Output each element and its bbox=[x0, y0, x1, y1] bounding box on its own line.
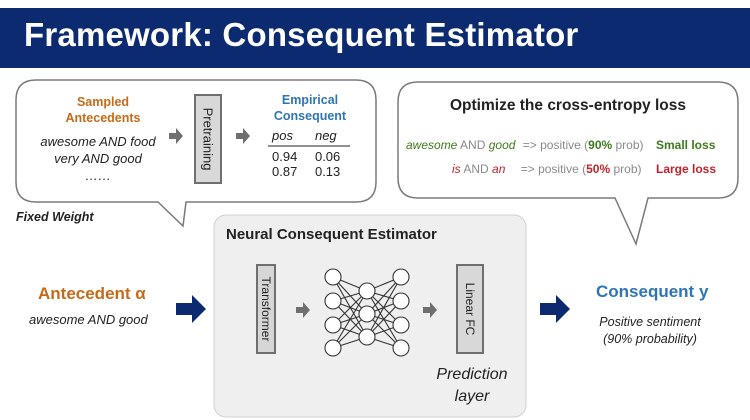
example-item: …… bbox=[85, 168, 111, 183]
and-token: AND bbox=[463, 162, 489, 176]
arrow-right-icon bbox=[169, 128, 183, 144]
loss-row-1: awesome AND good => positive (90% prob) bbox=[406, 138, 644, 152]
table-header: neg bbox=[314, 128, 337, 143]
token-b: an bbox=[492, 162, 506, 176]
token-a: is bbox=[452, 162, 461, 176]
transformer-label: Transformer bbox=[259, 276, 273, 342]
token-b: good bbox=[488, 138, 516, 152]
transformer-box: Transformer bbox=[256, 264, 276, 354]
small-loss-label: Small loss bbox=[656, 138, 716, 152]
empirical-table: pos neg 0.94 0.06 0.87 0.13 bbox=[272, 128, 350, 179]
nn-node bbox=[392, 268, 410, 286]
nn-node bbox=[358, 328, 376, 346]
antecedent-label: Antecedent α bbox=[38, 284, 146, 303]
loss-title: Optimize the cross-entropy loss bbox=[450, 97, 686, 114]
right-bubble bbox=[397, 81, 739, 247]
pretraining-box: Pretraining bbox=[194, 94, 222, 184]
linear-fc-box: Linear FC bbox=[456, 264, 484, 354]
arrow-right-icon bbox=[296, 302, 310, 318]
loss-row-2: is AND an => positive (50% prob) bbox=[452, 162, 642, 176]
table-header: pos bbox=[272, 128, 293, 143]
table-cell: 0.87 bbox=[272, 164, 298, 179]
arrow-right-icon bbox=[423, 302, 437, 318]
nn-node bbox=[392, 316, 410, 334]
and-token: AND bbox=[460, 138, 486, 152]
linear-fc-label: Linear FC bbox=[463, 282, 477, 336]
table-row: 0.94 0.06 bbox=[272, 143, 350, 164]
output-arrow-icon bbox=[540, 295, 570, 323]
nn-node bbox=[324, 268, 342, 286]
input-arrow-icon bbox=[176, 295, 206, 323]
nn-node bbox=[392, 292, 410, 310]
fixed-weight-label: Fixed Weight bbox=[16, 210, 94, 224]
nce-title: Neural Consequent Estimator bbox=[226, 226, 437, 243]
pretraining-label: Pretraining bbox=[200, 107, 216, 171]
nn-node bbox=[358, 282, 376, 300]
nn-node bbox=[358, 305, 376, 323]
nn-node bbox=[324, 292, 342, 310]
token-a: awesome bbox=[406, 138, 458, 152]
probability-value: 90% bbox=[588, 138, 613, 152]
large-loss-label: Large loss bbox=[656, 162, 717, 176]
prediction-layer-label: Prediction layer bbox=[436, 366, 508, 405]
nn-node bbox=[324, 339, 342, 357]
header-top-strip bbox=[0, 0, 750, 8]
prob-suffix: prob) bbox=[612, 138, 644, 152]
prediction-text: => positive ( bbox=[522, 138, 589, 152]
consequent-description: Positive sentiment (90% probability) bbox=[599, 315, 701, 346]
probability-value: 50% bbox=[586, 162, 611, 176]
example-item: very AND good bbox=[54, 151, 142, 166]
nn-node bbox=[324, 316, 342, 334]
table-cell: 0.06 bbox=[314, 149, 341, 164]
antecedent-example: awesome AND good bbox=[29, 312, 148, 327]
consequent-label: Consequent y bbox=[596, 282, 709, 301]
slide-title: Framework: Consequent Estimator bbox=[24, 16, 579, 53]
prob-suffix: prob) bbox=[610, 162, 642, 176]
example-item: awesome AND food bbox=[40, 134, 156, 149]
antecedent-examples: awesome AND food very AND good …… bbox=[36, 133, 160, 184]
arrow-right-icon bbox=[236, 128, 250, 144]
table-header-row: pos neg bbox=[272, 128, 350, 143]
nn-node bbox=[392, 339, 410, 357]
sampled-antecedents-label: Sampled Antecedents bbox=[65, 95, 141, 125]
empirical-consequent-label: Empirical Consequent bbox=[273, 93, 347, 123]
table-cell: 0.13 bbox=[314, 164, 341, 179]
prediction-text: => positive ( bbox=[520, 162, 587, 176]
slide-header: Framework: Consequent Estimator bbox=[0, 0, 750, 68]
table-cell: 0.94 bbox=[272, 149, 298, 164]
neural-network-icon bbox=[324, 268, 410, 357]
table-row: 0.87 0.13 bbox=[272, 164, 350, 179]
